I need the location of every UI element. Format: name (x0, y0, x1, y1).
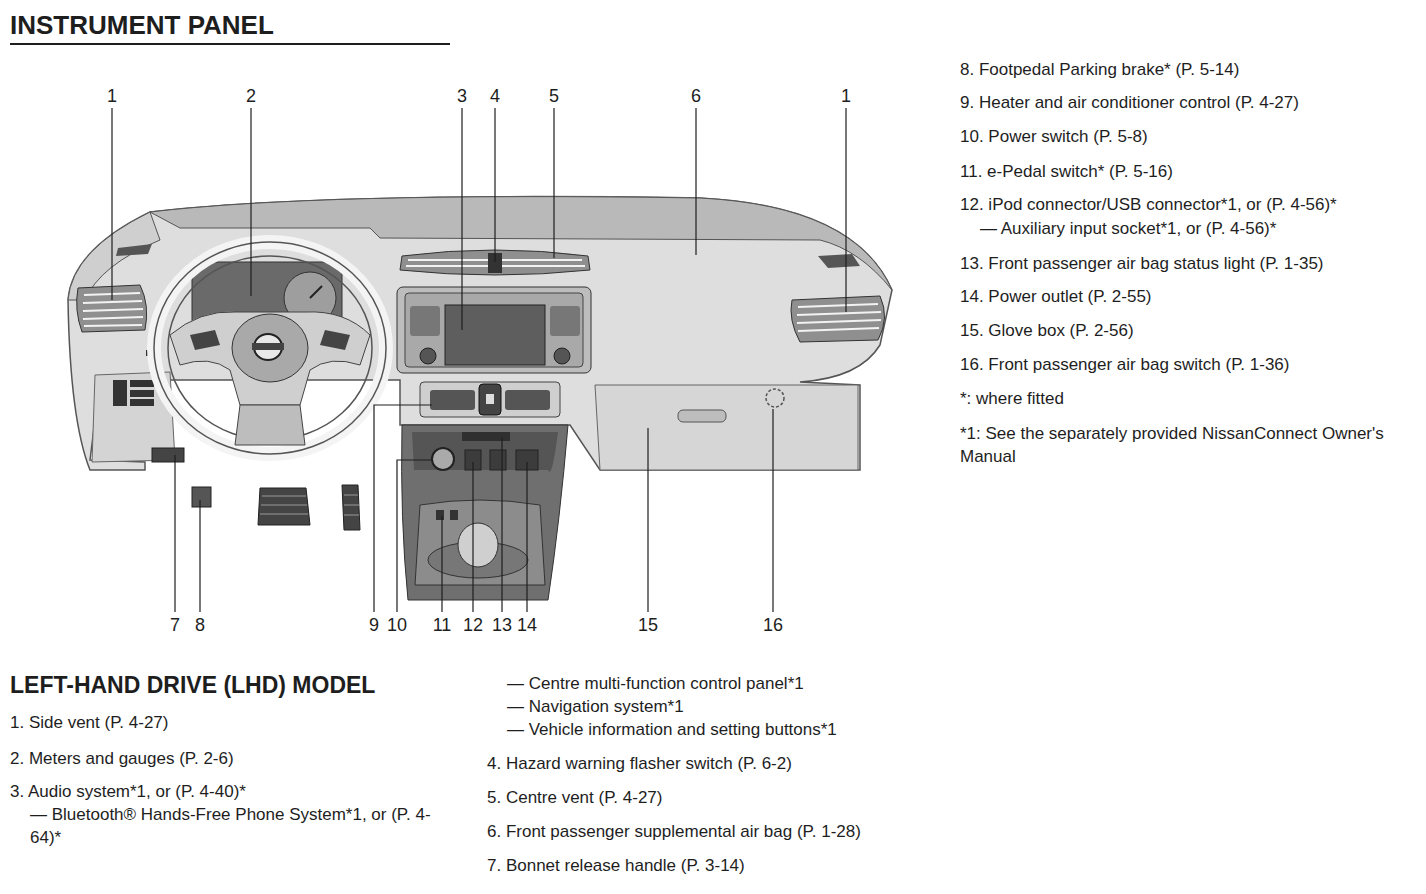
leader-lines (112, 108, 846, 612)
callout-number: 16 (758, 615, 788, 635)
legend-item: 5. Centre vent (P. 4-27) (487, 786, 662, 809)
callout-number: 8 (185, 615, 215, 635)
footnote: *1: See the separately provided NissanCo… (960, 422, 1405, 468)
dashboard (68, 197, 892, 600)
section-heading: LEFT-HAND DRIVE (LHD) MODEL (10, 672, 375, 699)
callout-number: 5 (539, 86, 569, 106)
legend-subitem: — Centre multi-function control panel*1 (507, 672, 804, 695)
callout-number: 10 (382, 615, 412, 635)
legend-item: 9. Heater and air conditioner control (P… (960, 91, 1299, 114)
legend-item: 14. Power outlet (P. 2-55) (960, 285, 1152, 308)
legend-item: 3. Audio system*1, or (P. 4-40)* (10, 780, 246, 803)
callout-number: 7 (160, 615, 190, 635)
legend-subitem: — Navigation system*1 (507, 695, 684, 718)
callout-number: 2 (236, 86, 266, 106)
callout-number: 4 (480, 86, 510, 106)
callout-number: 15 (633, 615, 663, 635)
callout-number: 9 (359, 615, 389, 635)
legend-item: 11. e-Pedal switch* (P. 5-16) (960, 160, 1173, 183)
callout-number: 11 (427, 615, 457, 635)
legend-item: 2. Meters and gauges (P. 2-6) (10, 747, 234, 770)
title-rule (10, 43, 450, 45)
legend-item: 8. Footpedal Parking brake* (P. 5-14) (960, 58, 1239, 81)
legend-item: 10. Power switch (P. 5-8) (960, 125, 1148, 148)
callout-number: 12 (458, 615, 488, 635)
legend-subitem: — Auxiliary input socket*1, or (P. 4-56)… (980, 217, 1276, 240)
legend-item: 1. Side vent (P. 4-27) (10, 711, 168, 734)
legend-subitem: — Vehicle information and setting button… (507, 718, 837, 741)
legend-subitem: — Bluetooth® Hands-Free Phone System*1, … (30, 803, 440, 849)
callout-number: 6 (681, 86, 711, 106)
legend-item: 13. Front passenger air bag status light… (960, 252, 1324, 275)
legend-item: 15. Glove box (P. 2-56) (960, 319, 1134, 342)
footnote: *: where fitted (960, 387, 1064, 410)
page-title: INSTRUMENT PANEL (10, 10, 274, 40)
callout-number: 3 (447, 86, 477, 106)
legend-item: 4. Hazard warning flasher switch (P. 6-2… (487, 752, 792, 775)
legend-item: 16. Front passenger air bag switch (P. 1… (960, 353, 1289, 376)
legend-item: 12. iPod connector/USB connector*1, or (… (960, 193, 1337, 216)
legend-item: 7. Bonnet release handle (P. 3-14) (487, 854, 745, 877)
callout-number: 14 (512, 615, 542, 635)
callout-number: 1 (831, 86, 861, 106)
callout-number: 13 (487, 615, 517, 635)
callout-number: 1 (97, 86, 127, 106)
legend-item: 6. Front passenger supplemental air bag … (487, 820, 861, 843)
